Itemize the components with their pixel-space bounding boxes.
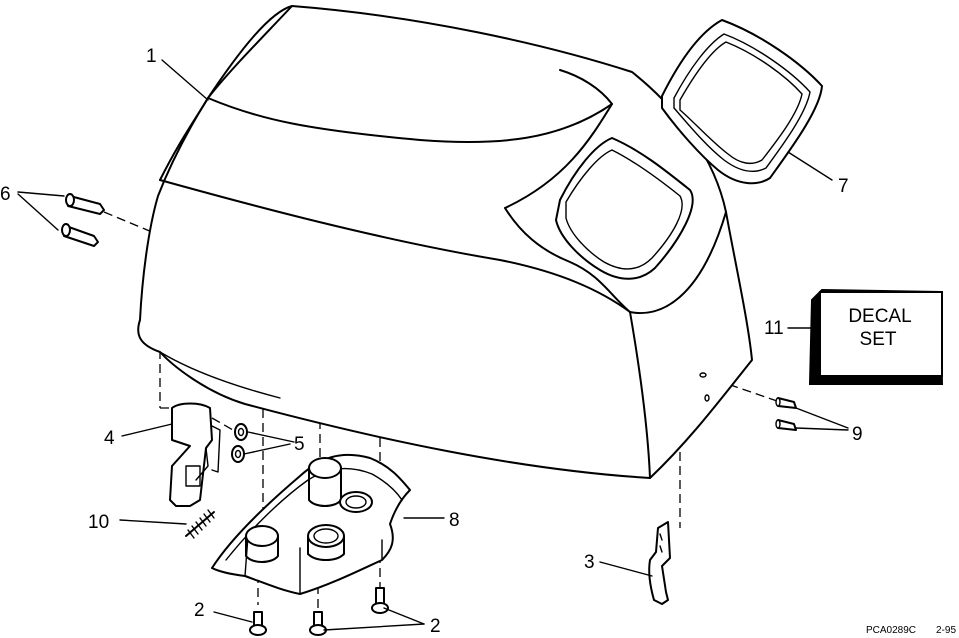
callout-7: 7 (838, 176, 849, 197)
drawing-date: 2-95 (936, 625, 956, 636)
motor-cover (137, 5, 753, 479)
callout-9: 9 (852, 424, 863, 445)
footer: PCA0289C 2-95 (866, 625, 956, 636)
callouts: 1 6 7 4 5 10 8 3 2 2 11 9 (0, 46, 863, 637)
washers (231, 423, 248, 463)
decal-line-1: DECAL (848, 306, 911, 327)
screws (249, 587, 389, 636)
window-gasket (661, 19, 823, 185)
bracket (648, 521, 671, 605)
callout-10: 10 (88, 512, 109, 533)
callout-1: 1 (146, 46, 157, 67)
callout-3: 3 (584, 552, 595, 573)
spring (185, 509, 215, 539)
pins (61, 193, 105, 247)
callout-8: 8 (449, 510, 460, 531)
callout-2b: 2 (430, 616, 441, 637)
leader-lines (17, 59, 849, 631)
callout-4: 4 (104, 428, 115, 449)
callout-6: 6 (0, 184, 11, 205)
callout-5: 5 (294, 434, 305, 455)
seal-housing (211, 453, 411, 595)
callout-2a: 2 (194, 600, 205, 621)
decal-set-box: DECAL SET (808, 288, 944, 385)
side-pins (775, 397, 797, 431)
callout-11: 11 (764, 318, 784, 339)
decal-line-2: SET (860, 329, 897, 350)
drawing-code: PCA0289C (866, 625, 916, 636)
